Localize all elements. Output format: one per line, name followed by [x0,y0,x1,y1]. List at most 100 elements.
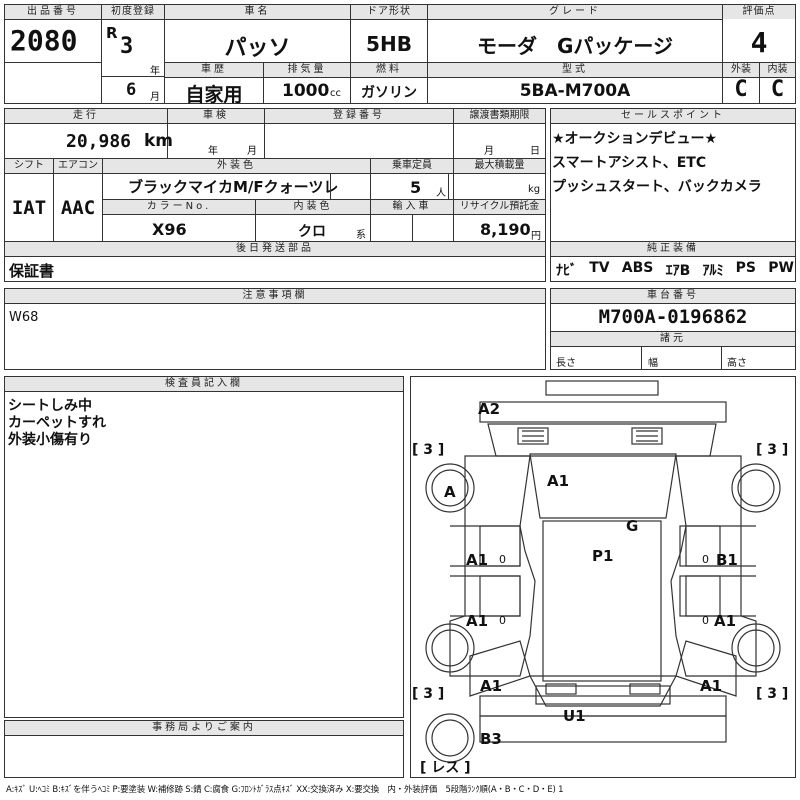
inspector-label: 検査員記入欄 [5,377,403,391]
legend: A:ｷｽﾞ U:ﾍｺﾐ B:ｷｽﾞを伴うﾍｺﾐ P:要塗装 W:補修跡 S:錆 … [6,785,564,795]
load-label: 最大積載量 [454,159,545,173]
mark-a1-hood: A1 [547,472,569,490]
later-label: 後日発送部品 [5,242,545,256]
mark-a1-left-front-door: A1 [466,551,488,569]
width-label: 幅 [648,358,658,369]
sales-point-box [550,108,796,282]
reg-year-unit: 年 [150,66,160,77]
recycle-unit: 円 [531,231,541,242]
header-table [4,4,796,104]
score: 4 [750,26,768,59]
reg-month-unit: 月 [150,92,160,103]
intcolor-unit: 系 [356,230,366,241]
model-label: 型式 [428,63,722,77]
mileage: 20,986 [66,131,132,152]
chassis-label: 車台番号 [551,289,795,303]
score-label: 評価点 [723,5,795,19]
mark-a1-left-rear-door: A1 [466,612,488,630]
inspect-label: 車検 [168,109,264,123]
mark-p1: P1 [592,547,613,565]
recycle-fee: 8,190 [480,220,531,239]
reg-month: 6 [126,80,137,100]
seats-label: 乗車定員 [371,159,453,173]
color-number: X96 [152,220,187,239]
door-type: 5HB [366,32,412,56]
history: 自家用 [185,84,243,106]
color-label: 外装色 [103,159,370,173]
grade: モーダ Gパッケージ [476,34,674,58]
car-diagram: A2 A1 A G P1 A1 A1 B1 A1 A1 A1 U1 B3 [ 3… [412,380,788,776]
mark-a1-right-rear: A1 [700,677,722,695]
inspector-box [4,376,404,718]
transfer-label: 譲渡書類期限 [454,109,545,123]
inspector-line-3: 外装小傷有り [8,432,92,448]
ac: AAC [60,197,96,219]
notes-text: W68 [9,310,39,325]
shift-label: シフト [5,159,53,173]
notes-box [4,288,546,370]
fuel-label: 燃料 [351,63,427,77]
office-box [4,720,404,778]
equipment-list: ﾅﾋﾞ TV ABS ｴｱB ｱﾙﾐ PS PW [556,260,794,280]
regno-label: 登録番号 [265,109,453,123]
mark-b3: B3 [480,730,502,748]
car-diagram-box [410,376,796,778]
reg-label: 初度登録 [102,5,164,19]
chassis-box [550,288,796,370]
notes-label: 注意事項欄 [5,289,545,303]
intcolor-label: 内装色 [256,200,370,214]
mark-a-front-left: A [444,483,456,501]
int-label: 内装 [760,63,795,77]
mark-u1: U1 [563,707,586,725]
transfer-month: 月 [484,146,494,157]
later-parts: 保証書 [9,262,55,280]
inspect-year: 年 [208,146,218,157]
load-unit: kg [528,184,541,195]
grade-label: グレード [428,5,722,19]
tire-rear-left: [ 3 ] [412,686,444,702]
chassis-number: M700A-0196862 [598,306,748,328]
inspector-line-1: シートしみ中 [8,398,92,414]
history-label: 車歴 [165,63,263,77]
car-name: パッソ [224,36,291,61]
displacement: 1000 [282,81,330,101]
era: R [106,24,118,42]
equipment-label: 純正装備 [551,242,795,256]
inspect-month: 月 [247,146,257,157]
interior-color: クロ [298,224,326,240]
mark-a1-left-rear: A1 [480,677,502,695]
lot-number: 2080 [10,24,78,57]
mark-a2: A2 [478,400,500,418]
sales-point-label: セールスポイント [551,109,795,123]
details-table [4,108,546,282]
colorno-label: カラーNo. [103,200,255,214]
spare-tire: [ レス ] [420,760,471,776]
disp-label: 排気量 [264,63,350,77]
zero-left-rear: 0 [499,614,506,627]
mileage-unit: km [144,131,174,151]
shift: IAT [11,197,47,219]
int-grade: C [770,77,785,102]
tire-rear-right: [ 3 ] [756,686,788,702]
import-label: 輸入車 [371,200,453,214]
lot-label: 出品番号 [5,5,101,19]
sales-line-1: ★オークションデビュー★ [552,131,718,147]
mark-g: G [626,517,638,535]
mileage-label: 走行 [5,109,167,123]
ext-grade: C [734,77,748,102]
zero-left-front: 0 [499,553,506,566]
equip-airbag: ｴｱB [665,263,691,279]
tire-front-right: [ 3 ] [756,442,788,458]
sales-line-2: スマートアシスト、ETC [552,155,707,171]
zero-right-front: 0 [702,553,709,566]
seats: 5 [410,178,422,197]
exterior-color: ブラックマイカM/Fクォーツレ [128,178,339,196]
equip-pw: PW [768,260,794,276]
fuel: ガソリン [361,85,417,101]
inspector-line-2: カーペットすれ [8,415,106,431]
equip-navi: ﾅﾋﾞ [556,263,577,279]
disp-unit: cc [330,88,341,99]
ac-label: エアコン [54,159,102,173]
equip-alloy: ｱﾙﾐ [702,263,724,279]
seats-unit: 人 [436,188,446,199]
